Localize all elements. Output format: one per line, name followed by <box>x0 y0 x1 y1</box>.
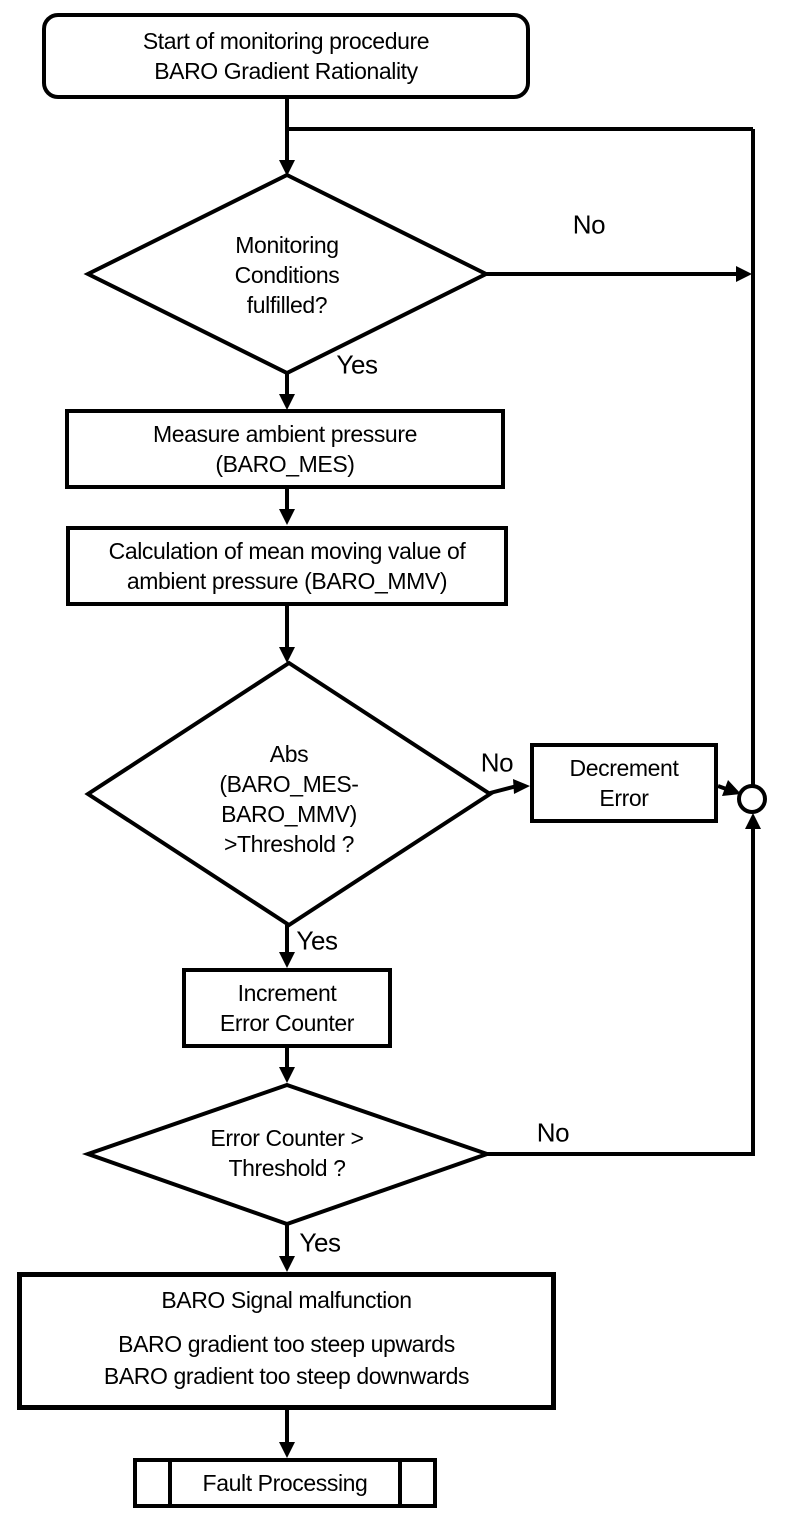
label-counter-no: No <box>536 1117 570 1148</box>
label-monitoring-no: No <box>572 209 606 240</box>
decision-monitoring: Monitoring Conditions fulfilled? <box>177 230 397 320</box>
arrowhead-into-decrement <box>513 779 530 794</box>
process-calculation-label: Calculation of mean moving value of ambi… <box>108 538 466 594</box>
arrowhead-into-measure <box>279 394 295 410</box>
arrowhead-into-counter <box>279 1067 295 1083</box>
arrowhead-into-fault <box>279 1442 295 1458</box>
edge-counter-no-to-circle <box>486 829 755 1156</box>
decision-abs-label: Abs (BARO_MES- BARO_MMV) >Threshold ? <box>219 741 359 857</box>
label-monitoring-yes: Yes <box>336 349 378 380</box>
malfunction-node: BARO Signal malfunction BARO gradient to… <box>17 1272 556 1410</box>
malfunction-title: BARO Signal malfunction <box>161 1287 412 1313</box>
label-abs-no: No <box>480 747 514 778</box>
arrowhead-into-malfunction <box>279 1256 295 1272</box>
process-increment-label: Increment Error Counter <box>219 980 355 1036</box>
junction-circle <box>737 784 767 814</box>
decision-monitoring-shape <box>83 172 491 376</box>
edge-abs-no <box>489 784 518 795</box>
decision-error-counter: Error Counter > Threshold ? <box>167 1123 407 1183</box>
decision-error-counter-label: Error Counter > Threshold ? <box>210 1125 364 1181</box>
arrowhead-monitoring-no <box>736 266 752 282</box>
arrowhead-decrement-to-circle <box>722 780 741 796</box>
decision-monitoring-label: Monitoring Conditions fulfilled? <box>234 232 340 318</box>
arrowhead-up-into-circle <box>745 813 761 829</box>
label-counter-yes: Yes <box>299 1227 341 1258</box>
arrowhead-into-abs <box>279 647 295 663</box>
decision-abs-shape <box>84 660 494 928</box>
arrowhead-into-monitoring <box>279 160 295 176</box>
process-increment-node: Increment Error Counter <box>182 968 392 1048</box>
malfunction-upwards: BARO gradient too steep upwards <box>118 1331 455 1357</box>
process-calculation-node: Calculation of mean moving value of ambi… <box>66 526 508 606</box>
malfunction-downwards: BARO gradient too steep downwards <box>103 1363 470 1389</box>
predefined-process-bar-right <box>398 1462 402 1504</box>
predefined-process-bar-left <box>168 1462 172 1504</box>
fault-processing-label: Fault Processing <box>202 1470 368 1496</box>
start-node-label: Start of monitoring procedure BARO Gradi… <box>142 28 430 84</box>
arrowhead-into-calc <box>279 509 295 525</box>
decision-abs: Abs (BARO_MES- BARO_MMV) >Threshold ? <box>174 739 404 859</box>
process-measure-node: Measure ambient pressure (BARO_MES) <box>65 409 505 489</box>
label-abs-yes: Yes <box>296 925 338 956</box>
process-decrement-label: Decrement Error <box>569 755 679 811</box>
start-node: Start of monitoring procedure BARO Gradi… <box>42 13 530 99</box>
process-decrement-node: Decrement Error <box>530 743 718 823</box>
arrowhead-into-increment <box>279 952 295 968</box>
decision-error-counter-shape <box>81 1082 494 1227</box>
fault-processing-node: Fault Processing <box>133 1458 437 1508</box>
process-measure-label: Measure ambient pressure (BARO_MES) <box>153 421 417 477</box>
